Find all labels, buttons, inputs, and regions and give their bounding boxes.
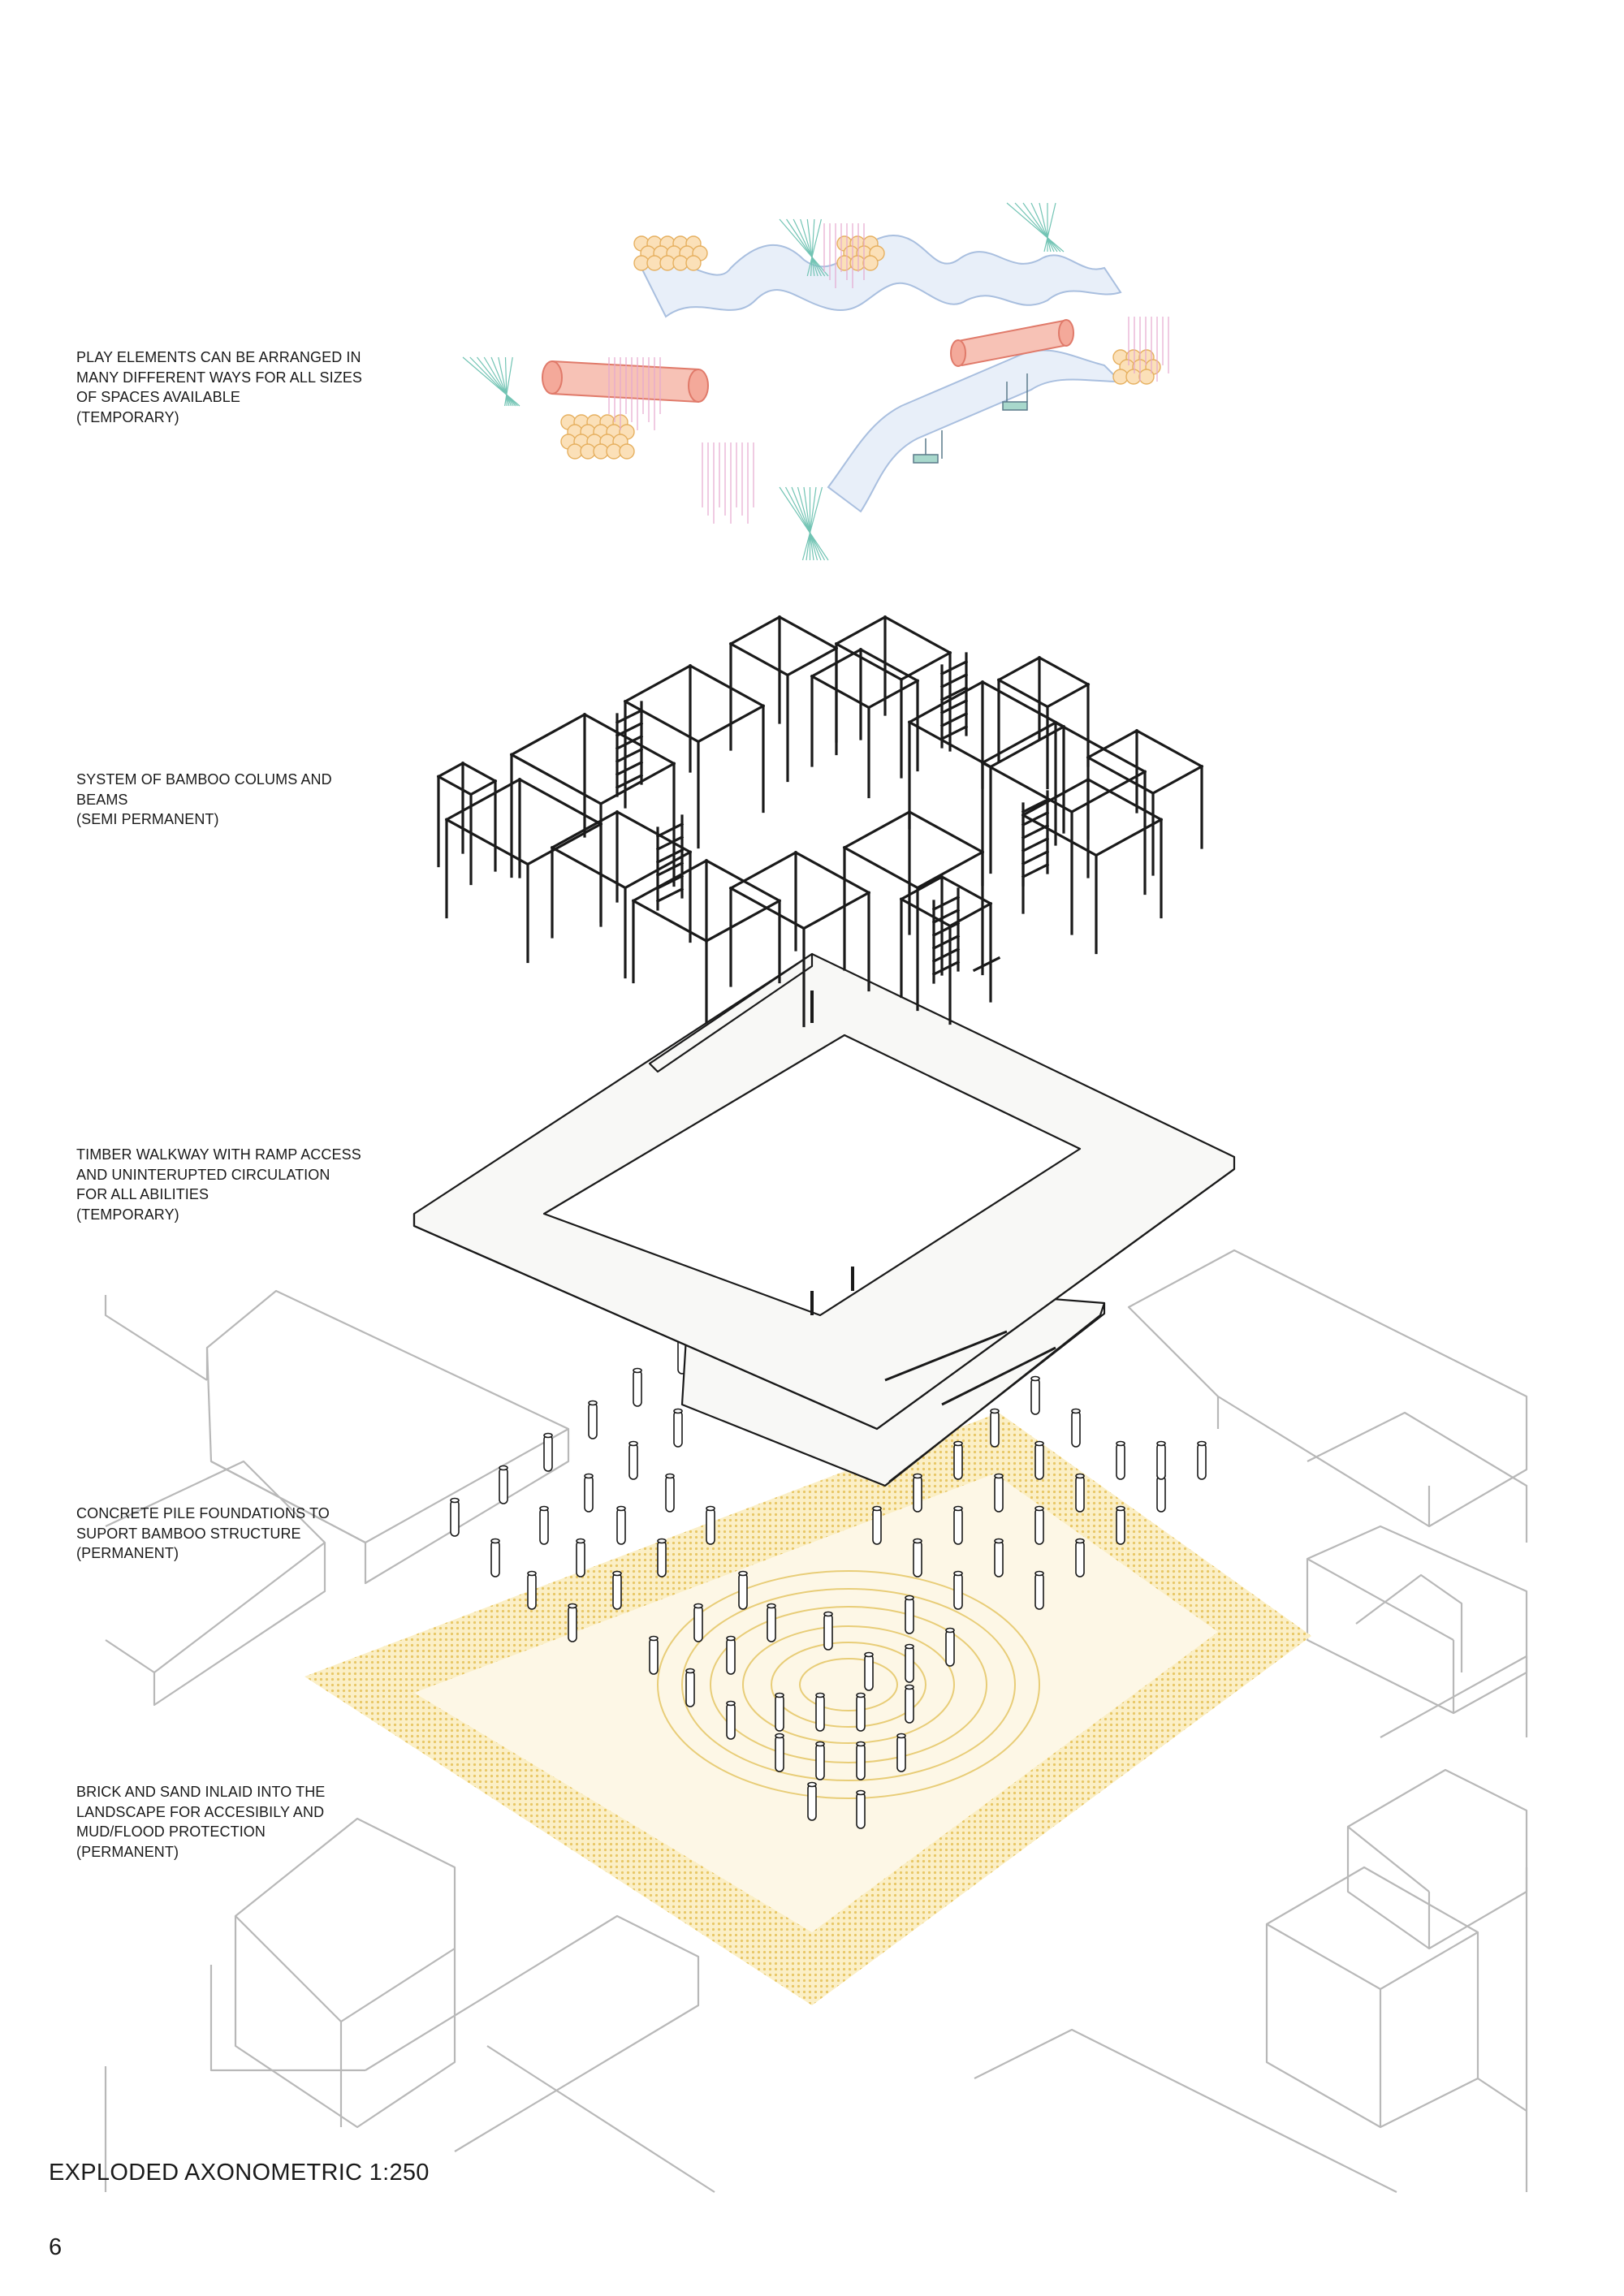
pile [896, 1733, 906, 1772]
pile [807, 1781, 817, 1821]
label-line: AND UNINTERUPTED CIRCULATION [76, 1166, 330, 1183]
label-line: SUPORT BAMBOO STRUCTURE [76, 1525, 301, 1542]
bamboo-frame [436, 615, 1204, 1028]
pile [1075, 1538, 1085, 1577]
label-line: (PERMANENT) [76, 1545, 179, 1561]
label-line: MUD/FLOOD PROTECTION [76, 1823, 266, 1840]
pile [872, 1505, 882, 1545]
pile [1034, 1570, 1044, 1610]
pile [905, 1595, 914, 1634]
rope-nets [462, 202, 1169, 561]
pile [953, 1570, 963, 1610]
pile [953, 1505, 963, 1545]
pile [657, 1538, 667, 1577]
timber-walkway [412, 952, 1236, 1487]
pile [775, 1692, 784, 1732]
label-line: BRICK AND SAND INLAID INTO THE [76, 1784, 326, 1800]
pile [1197, 1440, 1207, 1480]
slide-ramp [827, 349, 1123, 513]
pile [673, 1408, 683, 1448]
pile [905, 1684, 914, 1724]
pile [616, 1505, 626, 1545]
pile [490, 1538, 500, 1577]
pile [1075, 1473, 1085, 1513]
label-line: FOR ALL ABILITIES [76, 1186, 209, 1202]
pile [588, 1400, 598, 1439]
pile [1034, 1440, 1044, 1480]
pile [994, 1473, 1004, 1513]
label-line: (TEMPORARY) [76, 1206, 179, 1223]
pile [990, 1408, 1000, 1448]
context-buildings [104, 1249, 1528, 2193]
label-line: MANY DIFFERENT WAYS FOR ALL SIZES [76, 369, 363, 386]
pile [543, 1432, 553, 1472]
pile [856, 1789, 866, 1829]
label-line: (SEMI PERMANENT) [76, 811, 219, 827]
label-line: (TEMPORARY) [76, 408, 179, 425]
pile [864, 1651, 874, 1691]
tube-tunnels [542, 319, 1074, 404]
pile [775, 1733, 784, 1772]
pile [450, 1497, 460, 1537]
label-line: TIMBER WALKWAY WITH RAMP ACCESS [76, 1146, 361, 1163]
pile [913, 1473, 922, 1513]
pile [685, 1668, 695, 1707]
pile [856, 1692, 866, 1732]
pile [726, 1635, 736, 1675]
label-line: BEAMS [76, 791, 128, 808]
pile [665, 1473, 675, 1513]
pile [1116, 1440, 1125, 1480]
label-play-elements: PLAY ELEMENTS CAN BE ARRANGED IN MANY DI… [76, 347, 401, 427]
pile [649, 1635, 659, 1675]
pile [994, 1538, 1004, 1577]
pile [527, 1570, 537, 1610]
pile [823, 1611, 833, 1651]
pile [576, 1538, 585, 1577]
pile [767, 1603, 776, 1642]
pile [953, 1440, 963, 1480]
pile [726, 1700, 736, 1740]
pile [815, 1692, 825, 1732]
pile [539, 1505, 549, 1545]
label-line: PLAY ELEMENTS CAN BE ARRANGED IN [76, 349, 361, 365]
pile [633, 1367, 642, 1407]
pile [612, 1570, 622, 1610]
label-line: (PERMANENT) [76, 1843, 179, 1860]
pile [913, 1538, 922, 1577]
label-line: LANDSCAPE FOR ACCESIBILY AND [76, 1803, 325, 1820]
pile [1030, 1375, 1040, 1415]
pile [584, 1473, 594, 1513]
pile [945, 1627, 955, 1667]
pile [738, 1570, 748, 1610]
canopy-ribbon [640, 234, 1122, 318]
label-line: SYSTEM OF BAMBOO COLUMS AND [76, 771, 332, 788]
pile [499, 1465, 508, 1504]
ball-clusters [560, 235, 1161, 460]
figure-caption: EXPLODED AXONOMETRIC 1:250 [49, 2160, 430, 2186]
concrete-piles [450, 1302, 1207, 1829]
page-number: 6 [49, 2234, 63, 2260]
label-line: OF SPACES AVAILABLE [76, 389, 240, 405]
label-line: CONCRETE PILE FOUNDATIONS TO [76, 1505, 330, 1521]
pile [628, 1440, 638, 1480]
pile [1116, 1505, 1125, 1545]
pile [706, 1505, 715, 1545]
label-brick-sand: BRICK AND SAND INLAID INTO THE LANDSCAPE… [76, 1782, 401, 1862]
label-bamboo-structure: SYSTEM OF BAMBOO COLUMS AND BEAMS (SEMI … [76, 770, 401, 830]
play-elements [462, 202, 1169, 561]
pile [856, 1741, 866, 1780]
pile [693, 1603, 703, 1642]
label-timber-walkway: TIMBER WALKWAY WITH RAMP ACCESS AND UNIN… [76, 1145, 401, 1224]
pile [568, 1603, 577, 1642]
pile [1156, 1440, 1166, 1480]
pile [1034, 1505, 1044, 1545]
label-pile-foundations: CONCRETE PILE FOUNDATIONS TO SUPORT BAMB… [76, 1504, 401, 1564]
pile [1071, 1408, 1081, 1448]
pile [815, 1741, 825, 1780]
pile [905, 1643, 914, 1683]
